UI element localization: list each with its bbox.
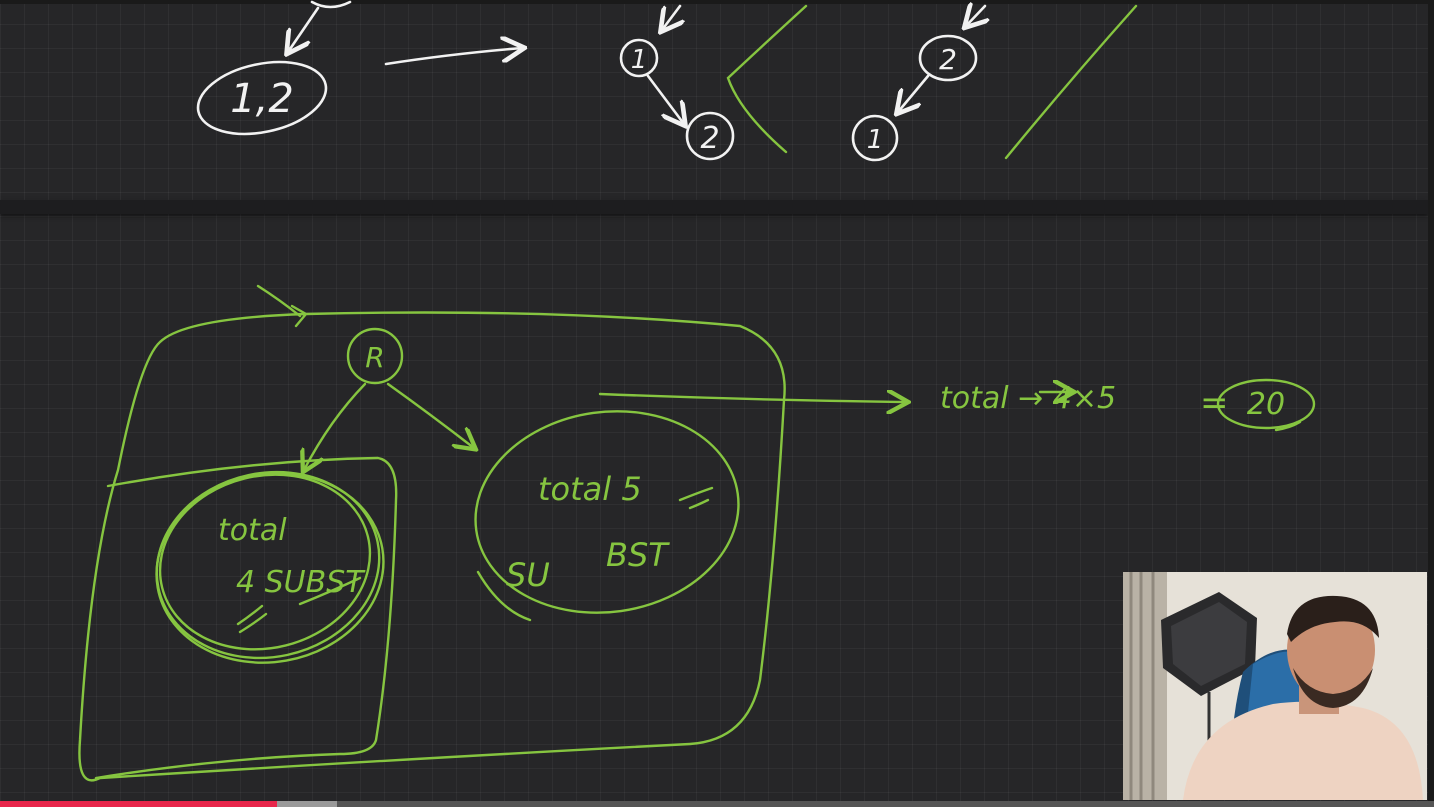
left-subtree-circle-3	[155, 472, 385, 664]
edge-root-left	[304, 382, 367, 470]
left-subtree-line1: total	[218, 513, 287, 548]
progress-played	[0, 801, 277, 807]
right-subtree-line1: total 5	[538, 470, 642, 508]
tree1-root-label: 1	[631, 45, 648, 75]
result-arrow	[598, 394, 906, 402]
result-equals: =	[1200, 383, 1229, 423]
tree2-child-node	[851, 114, 899, 162]
green-stroke-2	[1004, 4, 1138, 160]
combined-node	[196, 60, 328, 136]
tree2-root-node	[918, 34, 978, 82]
top-border	[0, 0, 1434, 4]
tree2-incoming-edge	[966, 6, 985, 26]
right-subtree-line2: SU	[506, 556, 550, 594]
tree1-root-node	[619, 38, 659, 78]
tree1-child-label: 2	[700, 121, 719, 156]
result-tail	[1274, 420, 1302, 432]
outer-box	[78, 284, 786, 782]
edge-to-combined	[288, 6, 320, 52]
left-subtree-line2: 4 SUBST	[236, 565, 366, 600]
transform-arrow	[384, 48, 522, 66]
green-stroke-1	[726, 4, 808, 154]
left-underline	[236, 576, 362, 634]
tree2-edge	[898, 74, 930, 112]
root-node	[346, 327, 404, 385]
page-separator	[0, 200, 1428, 214]
result-value: 20	[1247, 387, 1285, 422]
right-border	[1428, 0, 1434, 807]
right-subtree-line3: BST	[606, 536, 670, 574]
right-underline	[476, 486, 714, 622]
inner-box	[94, 456, 398, 780]
left-subtree-circle-2	[158, 473, 372, 651]
edge-root-right	[386, 382, 474, 448]
right-subtree-circle	[474, 410, 740, 614]
tree2-child-label: 1	[867, 125, 884, 155]
webcam-presenter	[1123, 572, 1427, 800]
tree1-child-node	[685, 111, 735, 161]
root-label: R	[365, 341, 384, 374]
top-partial-node	[310, 0, 352, 9]
tree2-root-label: 2	[939, 43, 957, 76]
combined-node-label: 1,2	[230, 76, 294, 122]
tree1-incoming-edge	[662, 4, 680, 30]
result-text: total → 4×5	[940, 381, 1116, 416]
result-circle	[1216, 378, 1316, 430]
webcam-scene	[1123, 572, 1427, 800]
tree1-edge	[646, 74, 684, 124]
video-progress-bar[interactable]	[0, 801, 1434, 807]
